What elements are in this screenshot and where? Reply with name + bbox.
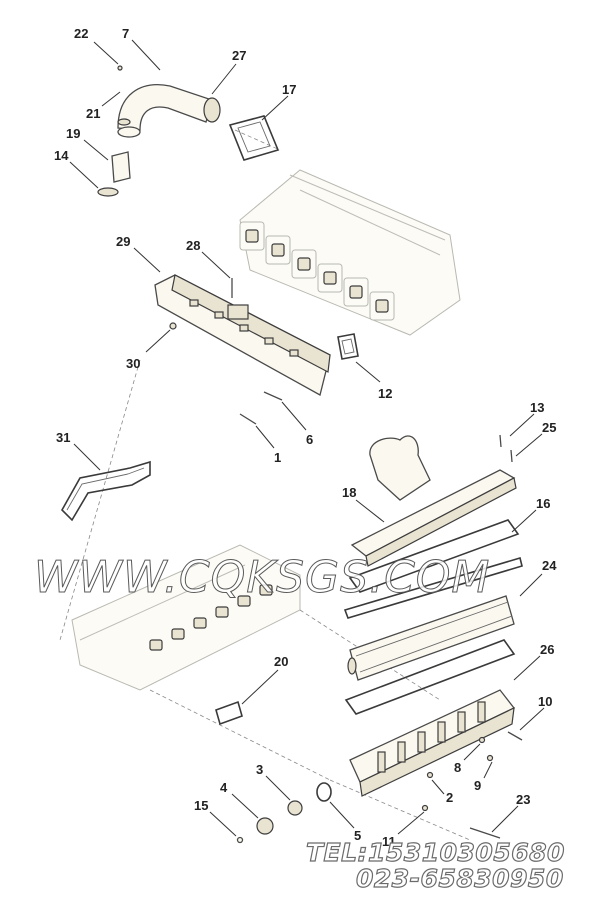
callout-31: 31 (56, 430, 70, 445)
callout-13: 13 (530, 400, 544, 415)
callout-19: 19 (66, 126, 80, 141)
aftercooler-lower-housing (349, 689, 516, 797)
plug-part-2 (426, 771, 434, 779)
gasket-part-17 (228, 115, 280, 161)
callout-4: 4 (220, 780, 228, 795)
callout-5: 5 (354, 828, 361, 843)
callout-22: 22 (74, 26, 88, 41)
rod-part-23 (469, 827, 501, 839)
exhaust-manifold-part-29 (154, 274, 331, 396)
bolt-part-13 (499, 434, 502, 448)
phone-watermark: 023-65830950 (355, 863, 564, 893)
oring-part-21 (117, 118, 131, 126)
callout-24: 24 (542, 558, 557, 573)
callout-28: 28 (186, 238, 200, 253)
callout-2: 2 (446, 790, 453, 805)
seal-part-5 (316, 782, 332, 802)
callout-15: 15 (194, 798, 208, 813)
fitting-part-4 (256, 817, 274, 835)
fitting-part-3 (287, 800, 303, 816)
callout-9: 9 (474, 778, 481, 793)
aftercooler-housing-part-18 (350, 435, 517, 567)
aftercooler-core-part-24 (343, 556, 523, 681)
website-watermark: WWW.CQKSGS.COM (33, 552, 491, 604)
callout-23: 23 (516, 792, 530, 807)
callout-16: 16 (536, 496, 550, 511)
gasket-part-26 (344, 639, 516, 715)
washer-part-15 (236, 836, 244, 844)
callout-17: 17 (282, 82, 296, 97)
callout-30: 30 (126, 356, 140, 371)
heat-shield-part-31 (61, 460, 151, 522)
gasket-part-16 (348, 519, 520, 593)
callout-7: 7 (122, 26, 129, 41)
plug-part-22 (117, 65, 123, 71)
callout-6: 6 (306, 432, 313, 447)
stud-part-1 (239, 413, 257, 425)
telephone-watermark: TEL:15310305680 (305, 837, 565, 867)
callout-20: 20 (274, 654, 288, 669)
callout-1: 1 (274, 450, 281, 465)
callout-27: 27 (232, 48, 246, 63)
callout-18: 18 (342, 485, 356, 500)
stud-part-6 (263, 391, 283, 401)
callout-8: 8 (454, 760, 461, 775)
callout-11: 11 (382, 834, 396, 849)
sleeve-part-19 (111, 151, 131, 183)
callout-29: 29 (116, 234, 130, 249)
callout-14: 14 (54, 148, 69, 163)
gasket-part-20 (215, 700, 243, 726)
callout-labels: 22 7 27 21 17 19 14 29 28 30 12 6 1 31 1… (54, 26, 557, 849)
plug-part-11 (421, 804, 429, 812)
engine-block-upper (239, 169, 461, 336)
callout-10: 10 (538, 694, 552, 709)
plug-part-9 (486, 754, 494, 762)
clamp-part-14 (97, 187, 119, 197)
gasket-part-12 (337, 333, 359, 360)
elbow-pipe-part-7 (117, 84, 213, 131)
leader-lines (69, 39, 545, 837)
bolt-part-10 (507, 731, 523, 741)
callout-25: 25 (542, 420, 556, 435)
callout-12: 12 (378, 386, 392, 401)
engine-block-lower (71, 544, 301, 691)
callout-21: 21 (86, 106, 100, 121)
callout-3: 3 (256, 762, 263, 777)
bolt-part-25 (510, 449, 513, 463)
callout-26: 26 (540, 642, 554, 657)
pipe-flange-part-27 (203, 97, 221, 123)
plug-part-8 (478, 736, 486, 744)
plug-part-30 (169, 322, 177, 330)
